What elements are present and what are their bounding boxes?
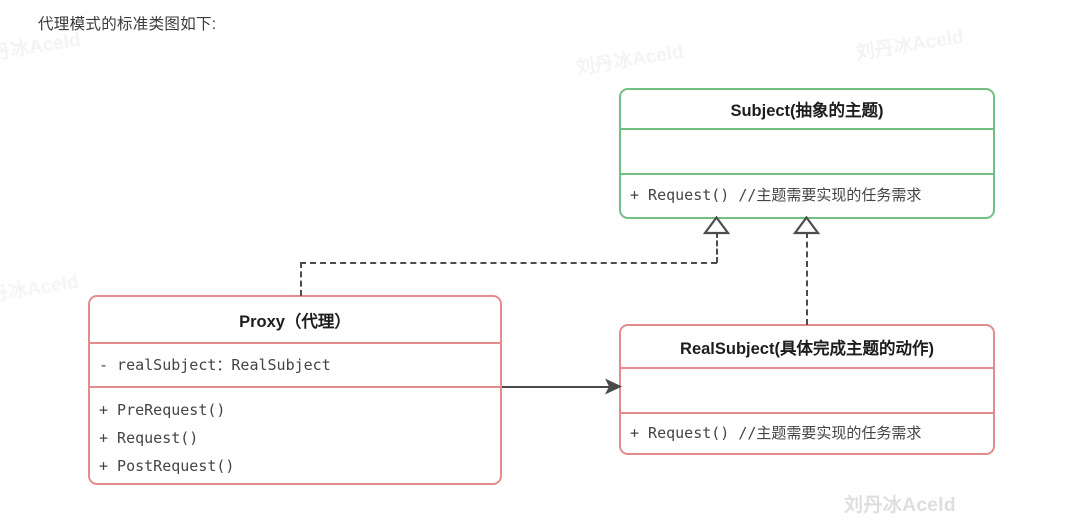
realization-arrowhead-proxy <box>702 215 731 235</box>
class-name-proxy: Proxy（代理） <box>239 312 351 331</box>
watermark-top-center: 刘丹冰Aceld <box>574 41 686 80</box>
watermark-left-middle: 刘丹冰Aceld <box>0 271 81 310</box>
watermark-right-top: 刘丹冰Aceld <box>854 26 966 65</box>
class-box-realsubject[interactable]: RealSubject(具体完成主题的动作) + Request() //主题需… <box>619 324 995 455</box>
class-name-subject: Subject(抽象的主题) <box>730 102 884 120</box>
page-title: 代理模式的标准类图如下: <box>38 16 217 33</box>
class-method: + Request() //主题需要实现的任务需求 <box>630 186 922 204</box>
watermark-left-top: 刘丹冰Aceld <box>0 29 83 68</box>
class-method: + Request() //主题需要实现的任务需求 <box>630 423 922 442</box>
class-attribute: - realSubject：RealSubject <box>99 355 331 374</box>
connector-proxy-to-subject-horizontal <box>300 262 717 264</box>
class-attributes-proxy: - realSubject：RealSubject <box>90 342 500 386</box>
connector-proxy-to-subject-riser <box>716 232 718 263</box>
class-methods-proxy: + PreRequest() + Request() + PostRequest… <box>90 386 500 483</box>
class-method: + PreRequest() <box>99 400 226 419</box>
class-method: + Request() <box>99 428 199 447</box>
class-methods-subject: + Request() //主题需要实现的任务需求 <box>621 173 993 216</box>
class-attributes-realsubject <box>621 367 993 412</box>
watermark-signature: 刘丹冰Aceld <box>844 495 956 516</box>
class-method: + PostRequest() <box>99 456 235 475</box>
class-attributes-subject <box>621 128 993 173</box>
class-box-proxy[interactable]: Proxy（代理） - realSubject：RealSubject + Pr… <box>88 295 502 485</box>
class-methods-realsubject: + Request() //主题需要实现的任务需求 <box>621 412 993 452</box>
realization-arrowhead-realsubject <box>792 215 821 235</box>
class-name-realsubject: RealSubject(具体完成主题的动作) <box>680 339 934 358</box>
association-arrowhead <box>605 378 622 395</box>
connector-realsubject-to-subject-vertical <box>806 232 808 325</box>
connector-proxy-to-subject-vertical <box>300 262 302 296</box>
class-box-subject[interactable]: Subject(抽象的主题) + Request() //主题需要实现的任务需求 <box>619 88 995 219</box>
connector-proxy-to-realsubject <box>502 386 610 388</box>
